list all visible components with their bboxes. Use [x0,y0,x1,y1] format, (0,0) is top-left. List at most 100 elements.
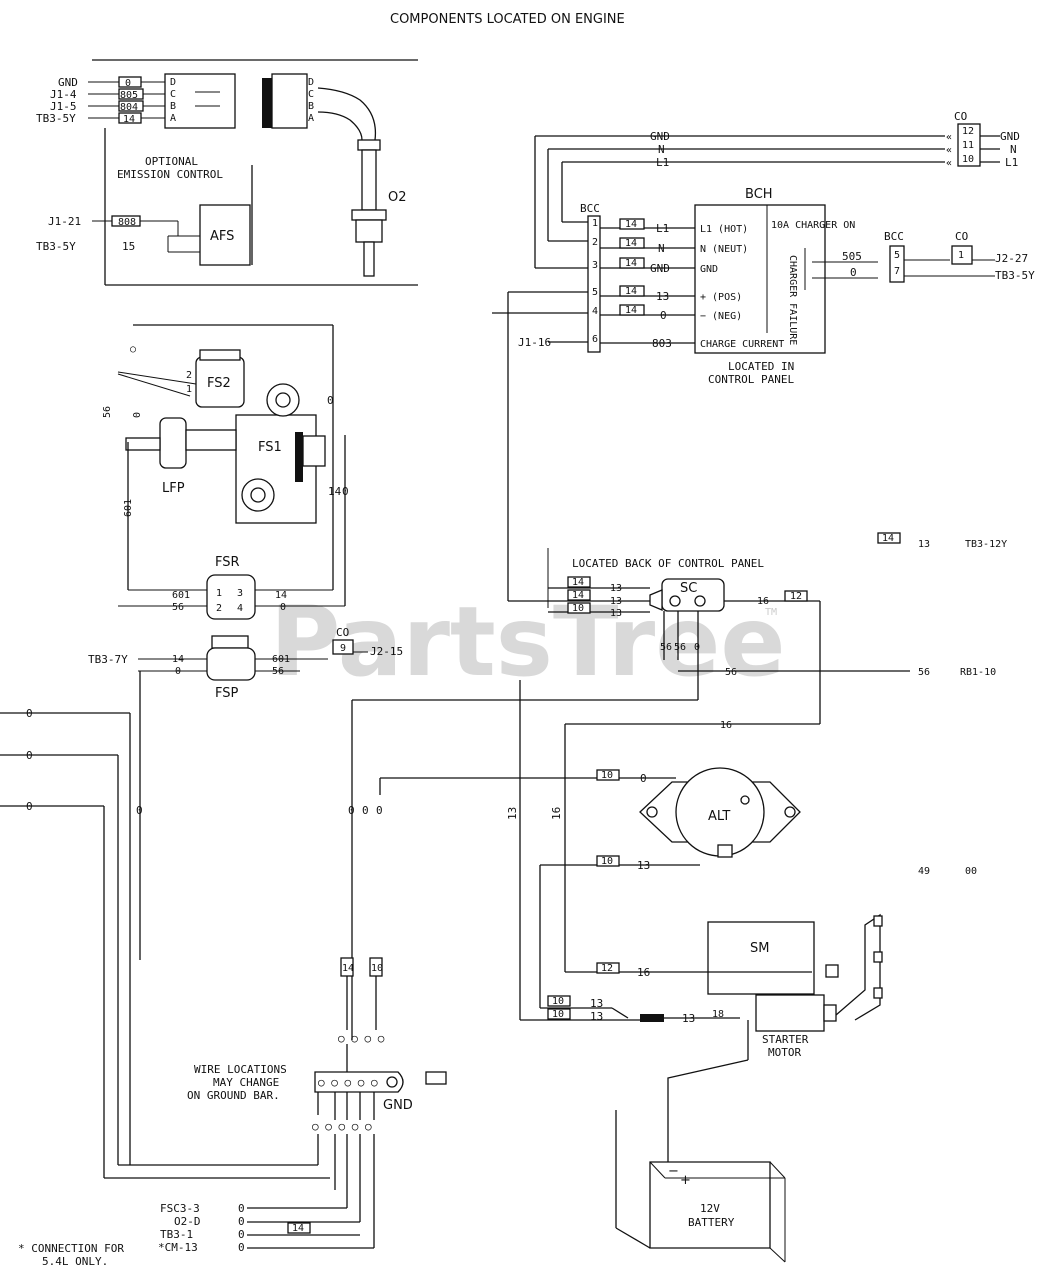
svg-text:○ ○ ○ ○ ○: ○ ○ ○ ○ ○ [312,1120,372,1133]
optional-label: EMISSION CONTROL [117,168,223,181]
pin-label: D [170,77,176,88]
afs-wire: 808 [118,217,136,228]
fs2-pin: 1 [186,384,192,395]
optional-label: OPTIONAL [145,155,198,168]
mid-wire: 13 [682,1012,695,1025]
out-bcc-pin: 7 [894,266,900,277]
fsr-wire: 56 [172,602,184,613]
co-label: CO [954,110,967,123]
sc-right-56: 56 [918,667,930,678]
fsr-wire: 0 [280,602,286,613]
co-pin: 11 [962,140,974,151]
afs-left-label: J1-21 [48,215,81,228]
alt-tag: 10 [601,770,613,781]
watermark-tm: TM [765,607,777,618]
fsp-target: J2-15 [370,645,403,658]
fsp-co-label: CO [336,626,349,639]
vert-label: 0 [376,804,383,817]
sc-down-wire: 56 [660,642,672,653]
fuel-wire-0: 0 [327,394,334,407]
bch-terminal: + (POS) [700,292,742,303]
emis-wire-num: 805 [120,90,138,101]
alt-tag: 10 [601,856,613,867]
fs2-solenoid: FS2 2 1 [117,349,245,408]
vert-label: 0 [362,804,369,817]
bus-right-label: N [1010,143,1017,156]
bch-wire: 13 [656,290,669,303]
gnd-label: GND [383,1098,413,1113]
bus-right-label: GND [1000,130,1020,143]
bch-terminal: N (NEUT) [700,244,748,255]
fsr-pin: 1 [216,588,222,599]
bch-wire: 0 [660,309,667,322]
pin-label: B [170,101,176,112]
svg-text:«: « [946,145,952,156]
sc-tag: 14 [572,577,584,588]
sc-section: LOCATED BACK OF CONTROL PANEL 14 14 10 1… [352,292,1007,731]
pin-label: D [308,77,314,88]
fsp-label: FSP [215,686,239,701]
footnote: * CONNECTION FOR [18,1242,124,1255]
bus-wire: N [658,143,665,156]
bcc-pin: 1 [592,218,598,229]
bch-charger-failure: CHARGER FAILURE [787,255,798,345]
bus-wire: GND [650,130,670,143]
bch-tag: 14 [625,219,637,230]
fsr-wire: 14 [275,590,287,601]
alt-note: 49 [918,866,930,877]
sc-out-wire: 16 [757,596,769,607]
bot-wire: 13 [590,997,603,1010]
gnd-note: ON GROUND BAR. [187,1089,280,1102]
emis-wire-num: 0 [125,78,131,89]
sc-wire: 13 [610,608,622,619]
gnd-row-label: TB3-1 [160,1228,193,1241]
bch-terminal: − (NEG) [700,311,742,322]
starter-label: STARTER [762,1033,809,1046]
battery-label: BATTERY [688,1216,735,1229]
out-wire: 505 [842,250,862,263]
gnd-row-label: FSC3-3 [160,1202,200,1215]
gnd-note: MAY CHANGE [213,1076,279,1089]
sc-down-wire: 56 [674,642,686,653]
bcc-label: BCC [580,202,600,215]
out-target: TB3-5Y [995,269,1035,282]
left-wire: 0 [26,707,33,720]
bch-wire: GND [650,262,670,275]
alt-note: 00 [965,866,977,877]
out-bcc-label: BCC [884,230,904,243]
bch-charger-on: 10A CHARGER ON [771,220,855,231]
starter-section: SM 12 16 STARTER MOTOR 10 10 13 13 13 18 [520,913,883,1059]
top-bus: GND N L1 CO 12 11 10 ««« GND N L1 [534,110,1020,268]
out-bcc-pin: 5 [894,250,900,261]
sc-tag: 10 [572,603,584,614]
sc-wire: 13 [610,596,622,607]
gnd-row-label: *CM-13 [158,1241,198,1254]
sc-right-tb: TB3-12Y [965,539,1007,550]
alt-vert: 16 [550,807,563,820]
co-pin: 10 [962,154,974,165]
ground-bar-section: 14 10 ○ ○ ○ ○ WIRE LOCATIONS MAY CHANGE … [18,957,447,1268]
bch-located: LOCATED IN [728,360,794,373]
sc-right-rb: RB1-10 [960,667,996,678]
fs2-label: FS2 [207,376,231,391]
fsr-pin: 2 [216,603,222,614]
vert-label: 0 [136,804,143,817]
afs-label: AFS [210,229,234,244]
sc-label: SC [680,581,697,596]
bch-j1: J1-16 [518,336,551,349]
battery-pos: + [680,1173,691,1188]
pin-label: C [170,89,176,100]
o2-label: O2 [388,190,407,205]
gnd-note: WIRE LOCATIONS [194,1063,287,1076]
sc-solenoid: SC [649,578,725,612]
pin-label: B [308,101,314,112]
bus-wire: L1 [656,156,669,169]
lfp-switch: LFP [125,417,237,496]
out-co-label: CO [955,230,968,243]
fsr-connector [206,574,256,620]
vert-label: 0 [348,804,355,817]
fs1-label: FS1 [258,440,282,455]
bch-wire: L1 [656,222,669,235]
emission-section: GND J1-4 J1-5 TB3-5Y 0 805 804 14 D C B … [36,59,418,286]
fsp-wire: 56 [272,666,284,677]
